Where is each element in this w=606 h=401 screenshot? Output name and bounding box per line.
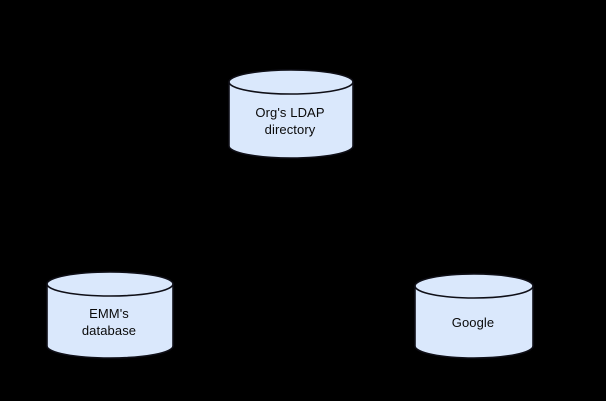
node-emm-database[interactable]: EMM's database xyxy=(46,271,174,359)
cylinder-shape-ldap xyxy=(228,69,354,159)
node-google[interactable]: Google xyxy=(414,273,534,359)
cylinder-shape-emm xyxy=(46,271,174,359)
cylinder-shape-google xyxy=(414,273,534,359)
node-ldap-directory[interactable]: Org's LDAP directory xyxy=(228,69,354,159)
